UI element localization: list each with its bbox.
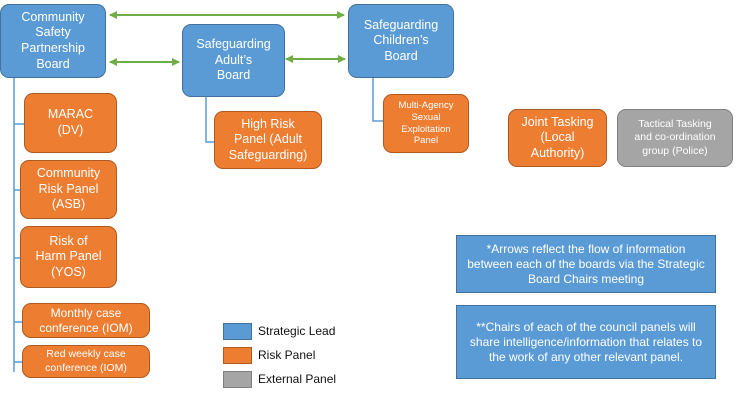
risk-of-harm-panel: Risk of Harm Panel (YOS) — [20, 226, 117, 288]
legend-risk-swatch — [223, 347, 252, 364]
safeguarding-childrens-board: Safeguarding Children’s Board — [348, 4, 454, 78]
arrows-note: *Arrows reflect the flow of information … — [456, 235, 716, 293]
legend-strategic-swatch — [223, 323, 252, 340]
chairs-note: **Chairs of each of the council panels w… — [456, 305, 716, 379]
community-safety-partnership-board: Community Safety Partnership Board — [0, 4, 106, 78]
high-risk-panel: High Risk Panel (Adult Safeguarding) — [214, 111, 322, 169]
connector-adults-high-risk — [205, 97, 214, 143]
community-risk-panel: Community Risk Panel (ASB) — [20, 160, 117, 219]
legend-external-label: External Panel — [258, 372, 337, 386]
marac-panel: MARAC (DV) — [24, 93, 117, 153]
connector-children-multi-agency — [372, 78, 383, 122]
legend-strategic-label: Strategic Lead — [258, 324, 336, 338]
red-weekly-case-conference: Red weekly case conference (IOM) — [22, 345, 150, 378]
multi-agency-sexual-exploitation-panel: Multi-Agency Sexual Exploitation Panel — [383, 94, 469, 153]
legend-risk-label: Risk Panel — [258, 348, 316, 362]
tactical-tasking-group: Tactical Tasking and co-ordination group… — [617, 109, 733, 167]
monthly-case-conference: Monthly case conference (IOM) — [22, 303, 150, 338]
safeguarding-adults-board: Safeguarding Adult’s Board — [182, 24, 285, 97]
joint-tasking-panel: Joint Tasking (Local Authority) — [508, 109, 607, 167]
legend-external-swatch — [223, 371, 252, 388]
